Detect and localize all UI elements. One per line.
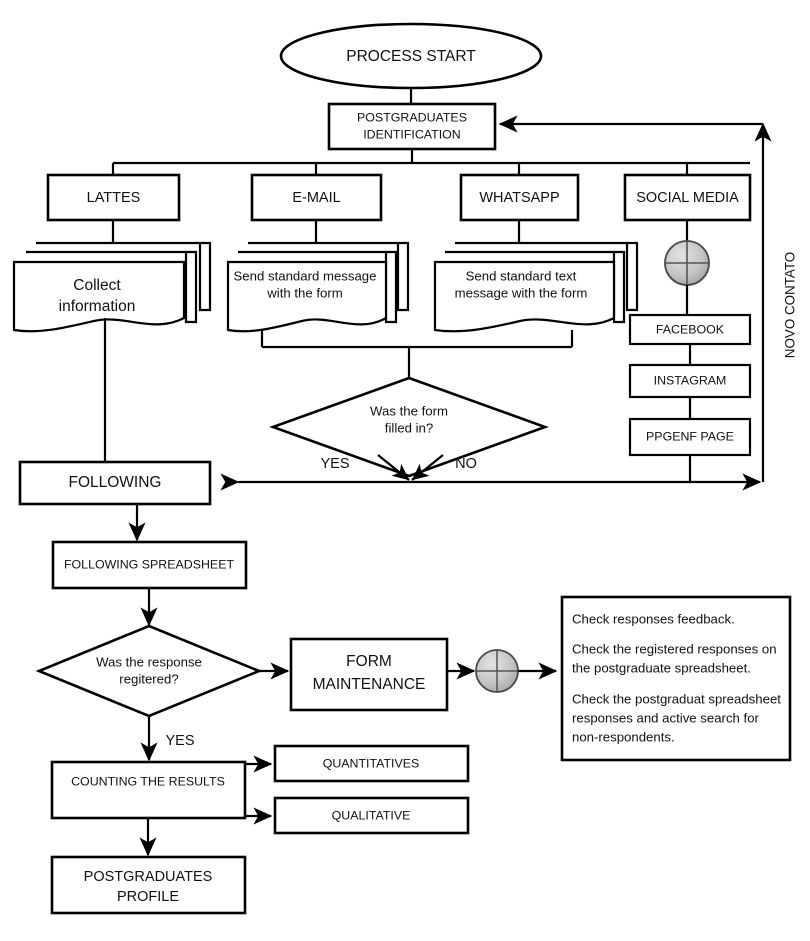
qualitative-shape [273,796,470,835]
social-media-label: SOCIAL MEDIA [636,190,739,206]
decision-form-filled-label-line2: filled in? [385,420,433,435]
note-line-3a: Check the postgraduat spreadsheet [572,691,781,706]
process-start-label: PROCESS START [346,48,476,65]
ppgenf-page-shape [628,417,752,457]
note-line-2a: Check the registered responses on [572,641,777,656]
decision-response-registered-label-line1: Was the response [96,654,202,669]
facebook-shape [628,313,752,346]
postgraduates-profile-shape [50,855,247,915]
note-line-3b: responses and active search for [572,710,760,725]
edge-label-yes-response: YES [165,733,194,749]
postgraduates-identification-shape [327,102,497,151]
whatsapp-shape [459,173,580,222]
edge-label-novo-contato: NOVO CONTATO [783,252,798,358]
postgraduates-identification-label-line1: POSTGRADUATES [357,110,467,124]
following-spreadsheet-label: FOLLOWING SPREADSHEET [64,557,234,571]
note-line-1: Check responses feedback. [572,611,735,626]
decision-response-registered-label-line2: regitered? [119,671,178,686]
quantitatives-shape [273,744,470,783]
instagram-shape [628,363,752,399]
collect-information-label-line1: Collect [73,277,121,294]
note-box-shape [560,595,792,762]
send-standard-text-doc-back1 [445,250,626,324]
form-maintenance-label-line2: MAINTENANCE [313,676,426,693]
send-standard-message-doc-back1 [238,250,398,324]
collect-information-doc-front [12,260,186,333]
counting-the-results-label: COUNTING THE RESULTS [71,774,225,788]
facebook-label: FACEBOOK [656,322,725,336]
edge-label-no-form: NO [455,456,477,472]
note-line-2b: the postgraduate spreadsheet. [572,660,751,675]
send-standard-text-doc-back2 [455,241,639,312]
counting-the-results-shape [50,760,247,820]
send-standard-message-label-line2: with the form [266,285,343,300]
lattes-label: LATTES [87,190,141,206]
send-standard-message-doc-back2 [248,241,410,312]
form-maintenance-label-line1: FORM [346,653,392,670]
instagram-label: INSTAGRAM [654,373,727,387]
collect-information-label-line2: information [59,298,136,315]
send-standard-message-label-line1: Send standard message [234,268,377,283]
postgraduates-profile-label-line1: POSTGRADUATES [84,869,213,885]
decision-form-filled-label-line1: Was the form [370,403,448,418]
form-maintenance-shape [289,637,449,712]
send-standard-text-doc-front [433,260,616,333]
collect-information-doc-back1 [26,250,198,324]
following-shape [18,460,212,506]
following-label: FOLLOWING [68,474,161,491]
whatsapp-label: WHATSAPP [479,190,559,206]
ppgenf-page-label: PPGENF PAGE [646,429,734,443]
social-media-shape [623,173,752,222]
collect-information-doc-back2 [36,241,212,312]
note-line-3c: non-respondents. [572,729,675,744]
send-standard-message-doc-front [226,260,388,333]
qualitative-label: QUALITATIVE [332,808,411,822]
send-standard-text-label-line1: Send standard text [466,268,577,283]
postgraduates-profile-label-line2: PROFILE [117,889,179,905]
lattes-shape [46,173,181,222]
send-standard-text-label-line2: message with the form [455,285,588,300]
following-spreadsheet-shape [51,540,248,590]
edge-label-yes-form: YES [320,456,349,472]
email-label: E-MAIL [292,190,340,206]
quantitatives-label: QUANTITATIVES [323,756,420,770]
postgraduates-identification-label-line2: IDENTIFICATION [363,127,461,141]
